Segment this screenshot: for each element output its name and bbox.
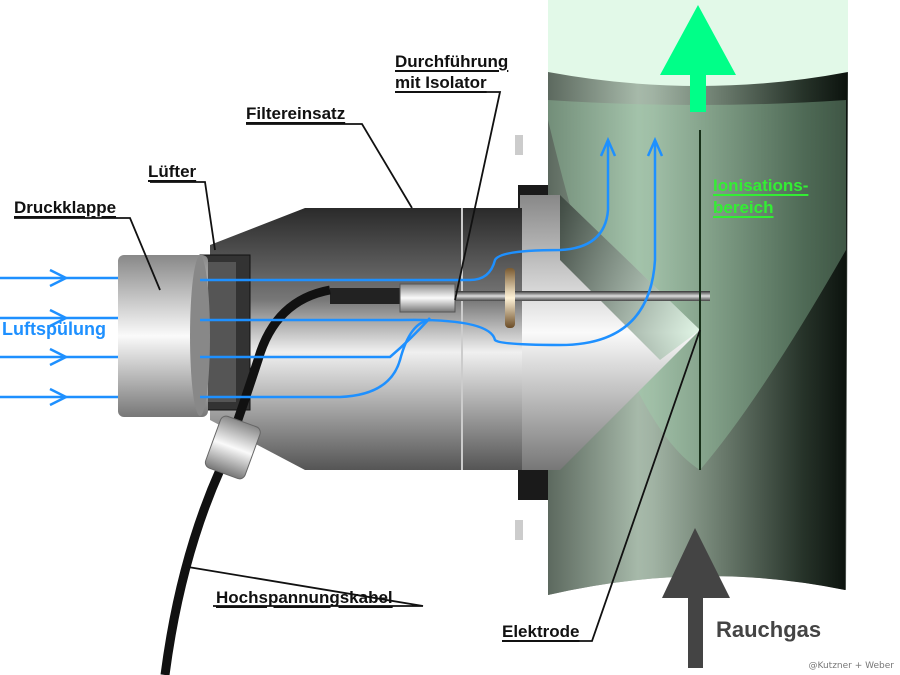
flue-gas-arrow-icon xyxy=(662,528,730,668)
flange xyxy=(515,135,700,540)
air-flow-lines xyxy=(0,136,664,407)
exhaust-arrow-icon xyxy=(660,5,736,112)
label-ionisation: Ionisations- xyxy=(713,176,809,195)
label-hochspannungskabel: Hochspannungskabel xyxy=(216,588,393,607)
chimney xyxy=(548,0,848,595)
credit: @Kutzner + Weber xyxy=(808,661,894,671)
label-isolator: mit Isolator xyxy=(395,73,487,92)
high-voltage-cable xyxy=(160,285,331,675)
label-druckklappe: Druckklappe xyxy=(14,198,117,217)
leader-lines xyxy=(14,91,701,642)
label-bereich: bereich xyxy=(713,198,774,217)
label-luftspuelung: Luftspülung xyxy=(2,319,106,339)
filter-housing xyxy=(210,208,522,470)
label-luefter: Lüfter xyxy=(148,162,197,181)
label-elektrode: Elektrode xyxy=(502,622,580,641)
label-filtereinsatz: Filtereinsatz xyxy=(246,104,346,123)
ionisation-zone xyxy=(548,100,846,470)
insulator xyxy=(330,268,710,328)
label-durchfuehrung: Durchführung xyxy=(395,52,509,71)
pressure-flap xyxy=(118,255,210,417)
label-rauchgas: Rauchgas xyxy=(716,617,822,642)
